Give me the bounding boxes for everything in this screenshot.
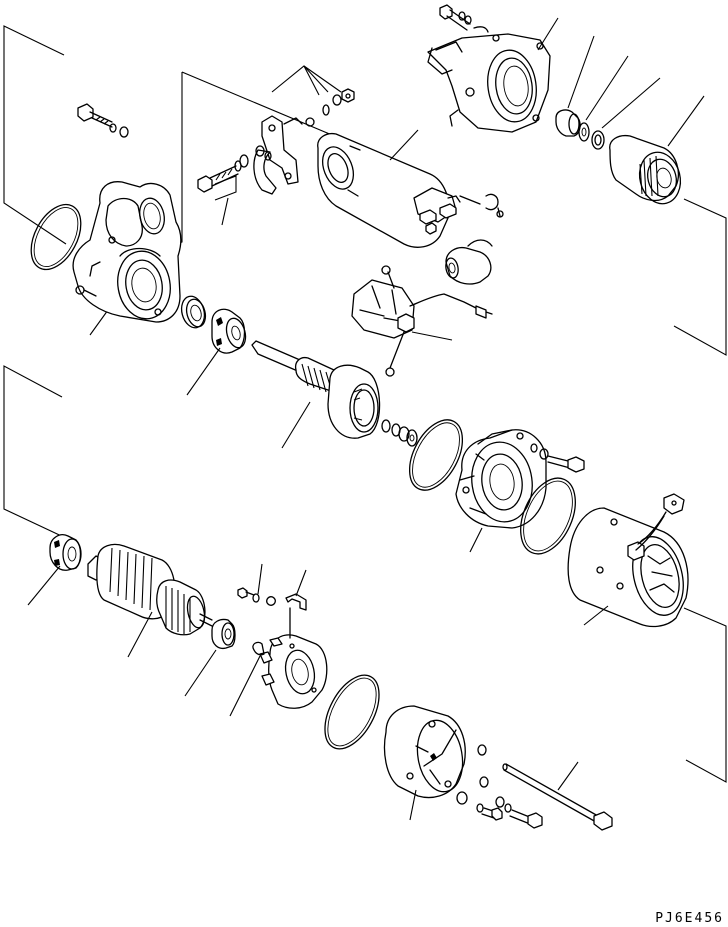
yoke-field-frame [568,494,691,626]
lever-pivot-bolt [198,155,248,225]
terminal-boot [444,240,492,284]
pinion-gear [610,96,704,208]
drawing-code-label: PJ6E456 [655,911,724,926]
armature-rear-bearing [185,619,235,696]
o-ring-rear-cover [314,666,390,757]
group-bracket-lines [4,26,726,782]
center-bracket [456,430,546,552]
brush-holder-assembly [260,608,327,708]
pinion-bearing [187,309,249,395]
center-bracket-bolt [531,444,584,472]
starter-relay-with-harness [352,266,492,376]
solenoid-mount-washers [306,89,354,126]
armature [88,544,212,657]
oil-seal [178,294,208,331]
gear-housing [428,18,558,132]
pinion-shaft-overrunning-clutch [252,341,380,448]
o-ring-yoke [510,470,586,563]
front-housing [73,182,181,323]
o-ring-center [399,411,474,499]
armature-front-bearing [28,535,81,605]
rear-cover-fasteners [457,745,542,828]
through-bolt [503,762,612,830]
bushing [556,36,594,136]
shift-lever-assembly [254,116,302,194]
brush-springs [230,570,306,716]
gear-housing-bolt [440,5,488,32]
washer-stack-pinion [579,56,660,149]
magnetic-switch-solenoid [317,130,503,247]
thrust-washers [382,420,417,446]
o-ring-front-housing [21,196,108,335]
rear-cover [385,706,468,820]
bolt-and-washers-front [78,104,128,137]
brush-holder-screw [238,564,262,602]
